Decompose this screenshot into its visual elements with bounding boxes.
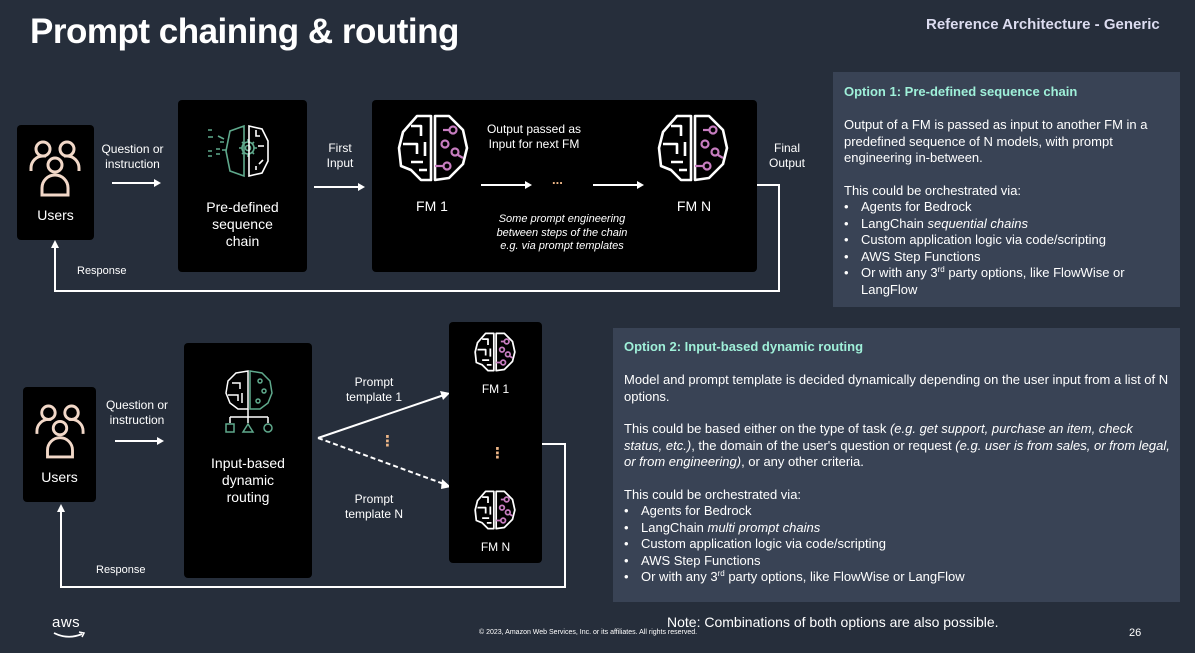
fm1-brain-icon-2	[474, 332, 516, 372]
prompt-template-n-label: Prompt template N	[344, 492, 404, 521]
list-item: AWS Step Functions	[844, 249, 1174, 266]
question-label: Question or instruction	[101, 142, 164, 171]
option1-description: Output of a FM is passed as input to ano…	[844, 117, 1148, 165]
fmn-brain-icon-2	[474, 490, 516, 530]
chain-ellipsis: ...	[552, 172, 563, 187]
option2-heading: Option 2: Input-based dynamic routing	[624, 339, 864, 354]
aws-logo-text: aws	[52, 614, 81, 631]
arrow-to-chain	[112, 179, 161, 187]
aws-smile-icon	[53, 631, 86, 638]
response2-line-h1	[542, 443, 566, 445]
response-label-2: Response	[96, 564, 146, 576]
output-passed-label: Output passed as Input for next FM	[486, 122, 582, 151]
users-label: Users	[37, 207, 74, 223]
fm-column-box: FM 1 ⋮ FM N	[449, 322, 542, 563]
sequence-chain-label: Pre-defined sequence chain	[206, 199, 279, 249]
option2-orchestration-list: Agents for Bedrock LangChain multi promp…	[624, 503, 1174, 586]
sequence-chain-box: Pre-defined sequence chain	[178, 100, 307, 272]
sequence-chain-icon	[208, 124, 269, 178]
option1-orchestration-intro: This could be orchestrated via:	[844, 182, 1022, 198]
response2-line-v2	[60, 511, 62, 588]
aws-logo: aws	[52, 615, 92, 643]
list-item: Agents for Bedrock	[624, 503, 1174, 520]
response-line-v2	[54, 247, 56, 292]
response-line-h2	[54, 290, 780, 292]
users-icon	[29, 140, 81, 197]
copyright: © 2023, Amazon Web Services, Inc. or its…	[479, 629, 698, 636]
option1-panel: Option 1: Pre-defined sequence chain Out…	[833, 72, 1180, 307]
arrow-to-fm1	[314, 183, 365, 191]
routing-label: Input-based dynamic routing	[211, 455, 285, 505]
arrow-to-router	[115, 437, 164, 445]
prompt-template-1-label: Prompt template 1	[345, 375, 403, 404]
page-subtitle: Reference Architecture - Generic	[926, 16, 1160, 33]
option2-description: Model and prompt template is decided dyn…	[624, 372, 1169, 404]
response2-line-v1	[564, 443, 566, 588]
users-label-2: Users	[41, 469, 78, 485]
response-arrowhead	[51, 240, 59, 248]
arrow-to-fm1-solid	[317, 394, 445, 439]
arrow-to-fmn-dashed	[317, 437, 445, 485]
arrow-ellipsis-to-fmn	[593, 181, 644, 189]
list-item: AWS Step Functions	[624, 553, 1174, 570]
users-box: Users	[17, 125, 94, 240]
list-item: LangChain multi prompt chains	[624, 520, 1174, 537]
footer-note: Note: Combinations of both options are a…	[667, 614, 999, 630]
fm1-brain-icon	[397, 114, 469, 182]
option1-heading: Option 1: Pre-defined sequence chain	[844, 84, 1078, 99]
option1-body: Output of a FM is passed as input to ano…	[844, 117, 1174, 298]
option2-body: Model and prompt template is decided dyn…	[624, 372, 1174, 586]
fm1-label-2: FM 1	[481, 382, 510, 396]
list-item: LangChain sequential chains	[844, 216, 1174, 233]
fmn-brain-icon	[657, 114, 729, 182]
list-item: Custom application logic via code/script…	[624, 536, 1174, 553]
first-input-label: First Input	[326, 141, 354, 170]
arrowhead-fmn	[441, 479, 451, 489]
routing-box: Input-based dynamic routing	[184, 343, 312, 578]
response2-arrowhead	[57, 504, 65, 512]
option1-orchestration-list: Agents for Bedrock LangChain sequential …	[844, 199, 1174, 298]
arrowhead-fm1	[440, 391, 450, 400]
response-line-h1	[757, 184, 780, 186]
final-output-label: Final Output	[768, 141, 806, 170]
question-label-2: Question or instruction	[105, 398, 169, 427]
routing-icon	[225, 370, 273, 433]
users-box-2: Users	[23, 387, 96, 502]
fm1-label: FM 1	[416, 198, 448, 214]
list-item: Agents for Bedrock	[844, 199, 1174, 216]
fmn-label-2: FM N	[480, 540, 511, 554]
fmn-label: FM N	[676, 198, 712, 214]
option2-criteria: This could be based either on the type o…	[624, 421, 1170, 469]
template-vertical-ellipsis: ⋮	[380, 433, 395, 450]
routing-arrows	[317, 391, 451, 489]
option2-orchestration-intro: This could be orchestrated via:	[624, 486, 802, 502]
list-item: Or with any 3rd party options, like Flow…	[624, 569, 1174, 586]
option2-panel: Option 2: Input-based dynamic routing Mo…	[613, 328, 1180, 602]
arrow-fm1-to-ellipsis	[481, 181, 532, 189]
fm-vertical-ellipsis: ⋮	[490, 445, 505, 462]
page-number: 26	[1129, 627, 1142, 639]
users-icon	[35, 404, 85, 459]
list-item: Custom application logic via code/script…	[844, 232, 1174, 249]
page-title: Prompt chaining & routing	[30, 12, 459, 51]
response-line-v1	[778, 184, 780, 292]
response-label: Response	[77, 265, 127, 277]
prompt-engineering-note: Some prompt engineering between steps of…	[496, 213, 628, 252]
fm-chain-box: FM 1 Output passed as Input for next FM …	[372, 100, 757, 272]
response2-line-h2	[60, 586, 566, 588]
list-item: Or with any 3rd party options, like Flow…	[844, 265, 1174, 298]
